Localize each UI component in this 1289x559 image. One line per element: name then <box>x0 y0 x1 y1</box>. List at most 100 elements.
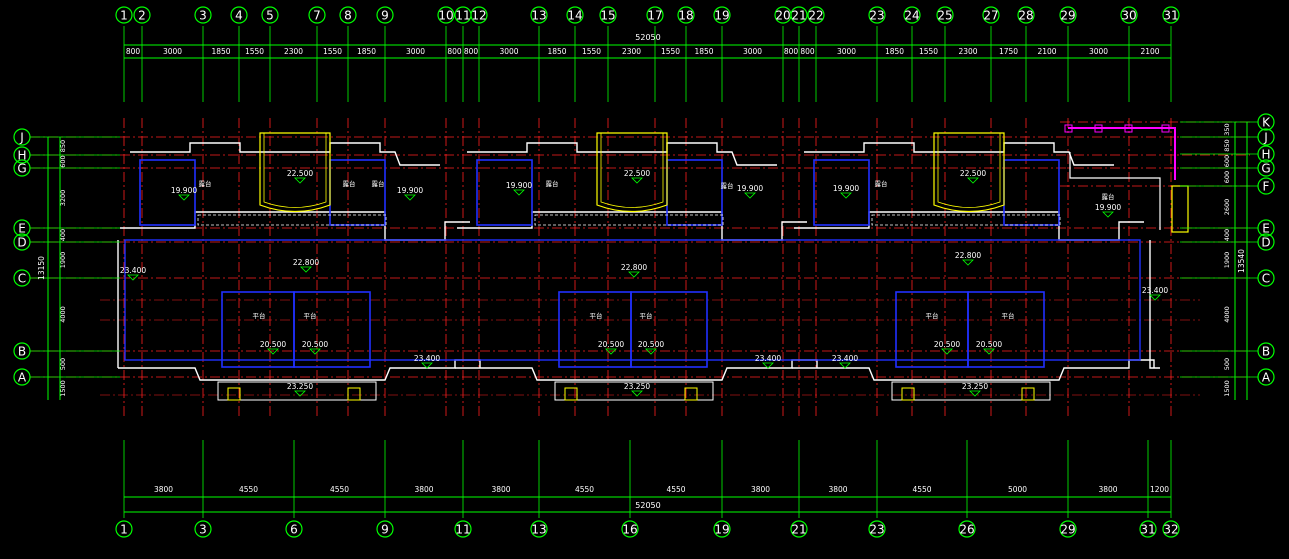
right-axis-bubble-A-label: A <box>1262 371 1271 385</box>
top-axis-bubble-15-label: 15 <box>600 9 615 23</box>
unit-3-rear-window-right <box>1021 387 1035 401</box>
elevation-20: 23.400 <box>414 354 440 363</box>
top-axis-bubble-4-label: 4 <box>235 9 243 23</box>
parapet-post-0 <box>1064 124 1073 133</box>
top-axis-bubble-22-circle <box>807 6 825 24</box>
left-segment-dim-3: 400 <box>59 229 67 241</box>
top-axis-bubble-8-circle <box>339 6 357 24</box>
elevation-25: 23.250 <box>962 382 988 391</box>
elevation-4: 22.500 <box>624 169 650 178</box>
right-axis-bubble-E-circle <box>1257 219 1275 237</box>
left-axis-bubble-B-label: B <box>18 345 26 359</box>
elevation-5: 19.900 <box>737 184 763 193</box>
left-axis-bubble-G-circle <box>13 159 31 177</box>
right-axis-bubble-K-circle <box>1257 113 1275 131</box>
top-segment-dim-10: 3000 <box>499 47 518 56</box>
room-label-3: 露台 <box>721 181 734 190</box>
unit-2-bay-window <box>596 132 668 213</box>
top-axis-bubble-27-circle <box>982 6 1000 24</box>
unit-1-terrace-left <box>139 159 196 226</box>
top-axis-bubble-7-label: 7 <box>313 9 321 23</box>
elevation-6: 19.900 <box>833 184 859 193</box>
bottom-segment-dim-1: 4550 <box>239 485 258 494</box>
left-axis-bubble-E-circle <box>13 219 31 237</box>
top-axis-bubble-8-label: 8 <box>344 9 352 23</box>
top-segment-dim-24: 2100 <box>1037 47 1056 56</box>
top-segment-dim-23: 1750 <box>999 47 1018 56</box>
left-segment-dim-6: 500 <box>59 358 67 370</box>
top-axis-bubble-18-label: 18 <box>678 9 693 23</box>
elevation-marker-18 <box>941 348 953 355</box>
top-segment-dim-19: 3000 <box>837 47 856 56</box>
stair-parapet-outline <box>1068 127 1176 180</box>
elevation-14: 20.500 <box>260 340 286 349</box>
top-segment-dim-3: 1550 <box>245 47 264 56</box>
top-axis-bubble-4-circle <box>230 6 248 24</box>
top-axis-bubble-12-label: 12 <box>471 9 486 23</box>
left-segment-dim-2: 3200 <box>59 190 67 207</box>
right-axis-bubble-H-circle <box>1257 145 1275 163</box>
bottom-axis-bubble-21-circle <box>790 520 808 538</box>
bottom-axis-bubble-26-label: 26 <box>959 523 974 537</box>
bottom-axis-bubble-6-circle <box>285 520 303 538</box>
unit-2-rear-balcony <box>554 381 714 401</box>
unit-3-platform-right <box>967 291 1045 368</box>
bottom-axis-bubble-23-label: 23 <box>869 523 884 537</box>
left-axis-bubble-A-label: A <box>18 371 27 385</box>
top-axis-bubble-14-label: 14 <box>567 9 582 23</box>
right-axis-bubble-E-label: E <box>1262 222 1270 236</box>
right-overall-dim-text: 13540 <box>1237 249 1246 273</box>
bottom-segment-dim-2: 4550 <box>330 485 349 494</box>
elevation-marker-15 <box>309 348 321 355</box>
elevation-19: 20.500 <box>976 340 1002 349</box>
unit-1-rear-window-left <box>227 387 241 401</box>
right-segment-dim-2: 600 <box>1223 155 1231 167</box>
bottom-segment-dim-10: 5000 <box>1008 485 1027 494</box>
top-axis-bubble-23-label: 23 <box>869 9 884 23</box>
top-axis-bubble-29-label: 29 <box>1060 9 1075 23</box>
top-axis-bubble-21-circle <box>790 6 808 24</box>
unit-1-parapet-line <box>197 214 387 226</box>
top-segment-dim-6: 1850 <box>357 47 376 56</box>
unit-3-parapet-line <box>871 214 1061 226</box>
top-axis-bubble-29-circle <box>1059 6 1077 24</box>
elevation-marker-7 <box>967 177 979 184</box>
elevation-marker-4 <box>631 177 643 184</box>
elevation-marker-10 <box>628 271 640 278</box>
bottom-segment-dim-5: 4550 <box>575 485 594 494</box>
top-segment-dim-26: 2100 <box>1140 47 1159 56</box>
room-label-10: 平台 <box>640 311 653 320</box>
top-segment-dim-12: 1550 <box>582 47 601 56</box>
elevation-marker-22 <box>839 362 851 369</box>
top-segment-dim-5: 1550 <box>323 47 342 56</box>
top-axis-bubble-21-label: 21 <box>791 9 806 23</box>
right-axis-bubble-K-label: K <box>1262 116 1271 130</box>
bottom-axis-bubble-19-circle <box>713 520 731 538</box>
left-axis-bubble-H-circle <box>13 146 31 164</box>
axis-grid-lines <box>30 118 1250 418</box>
right-stair-wall <box>1069 152 1161 230</box>
top-axis-bubble-12-circle <box>470 6 488 24</box>
elevation-11: 22.800 <box>955 251 981 260</box>
top-segment-dim-14: 1550 <box>661 47 680 56</box>
elevation-marker-6 <box>840 192 852 199</box>
top-axis-bubble-2-label: 2 <box>138 9 146 23</box>
unit-3-rear-window-left <box>901 387 915 401</box>
bottom-segment-dim-4: 3800 <box>491 485 510 494</box>
unit-3-bay-window <box>933 132 1005 213</box>
room-label-4: 露台 <box>875 179 888 188</box>
top-axis-bubble-31-circle <box>1162 6 1180 24</box>
top-segment-dim-15: 1850 <box>694 47 713 56</box>
top-segment-dim-21: 1550 <box>919 47 938 56</box>
top-axis-bubble-24-circle <box>903 6 921 24</box>
top-axis-bubble-5-label: 5 <box>266 9 274 23</box>
right-axis-bubble-C-label: C <box>1262 272 1270 286</box>
left-axis-bubble-G-label: G <box>17 162 26 176</box>
top-axis-bubble-27-label: 27 <box>983 9 998 23</box>
elevation-marker-19 <box>983 348 995 355</box>
elevation-17: 20.500 <box>638 340 664 349</box>
room-label-5: 露台 <box>1102 192 1115 201</box>
right-axis-bubble-C-circle <box>1257 269 1275 287</box>
